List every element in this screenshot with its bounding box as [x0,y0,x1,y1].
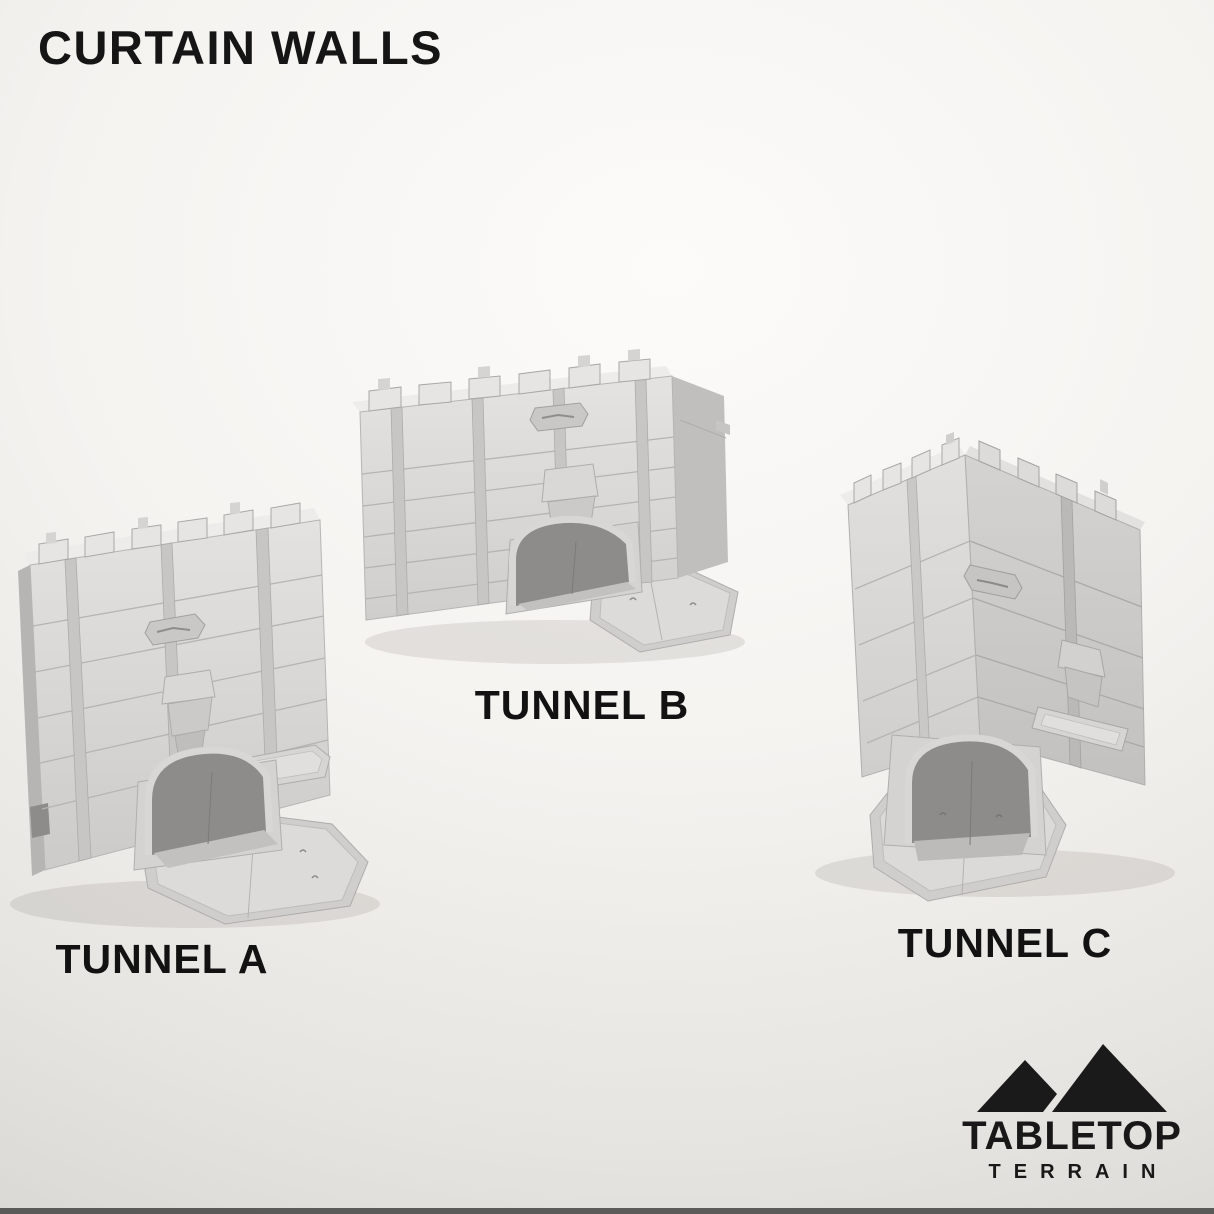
brand-logo: TABLETOP TERRAIN [962,1032,1181,1184]
wall-hatch [144,613,206,646]
wall-crenellations [38,502,301,565]
wall-left-return [18,565,45,876]
tunnel-archway [883,734,1047,861]
brand-name: TABLETOP [962,1114,1182,1158]
tunnel-a-label: TUNNEL A [55,936,269,982]
brand-tagline: TERRAIN [988,1161,1169,1183]
tunnel-b-render [352,349,745,664]
side-tab [716,420,730,435]
tunnel-a-render [10,502,380,928]
tunnel-c-label: TUNNEL C [897,920,1113,966]
wall-crenellations [368,358,651,412]
wall-slot [30,803,50,838]
wall-right-return [672,376,728,578]
wall-buttress [161,669,216,755]
mountain-icon [977,1044,1167,1112]
page-title: CURTAIN WALLS [38,21,444,74]
tunnel-c-render [815,432,1175,902]
wall-hatch [963,564,1023,600]
image-bottom-edge [0,1208,1214,1214]
tunnel-b-label: TUNNEL B [474,682,690,728]
tunnel-archway [133,746,283,871]
wall-hatch [529,402,589,432]
wall-buttress [1057,639,1106,708]
tunnel-archway [505,515,643,615]
